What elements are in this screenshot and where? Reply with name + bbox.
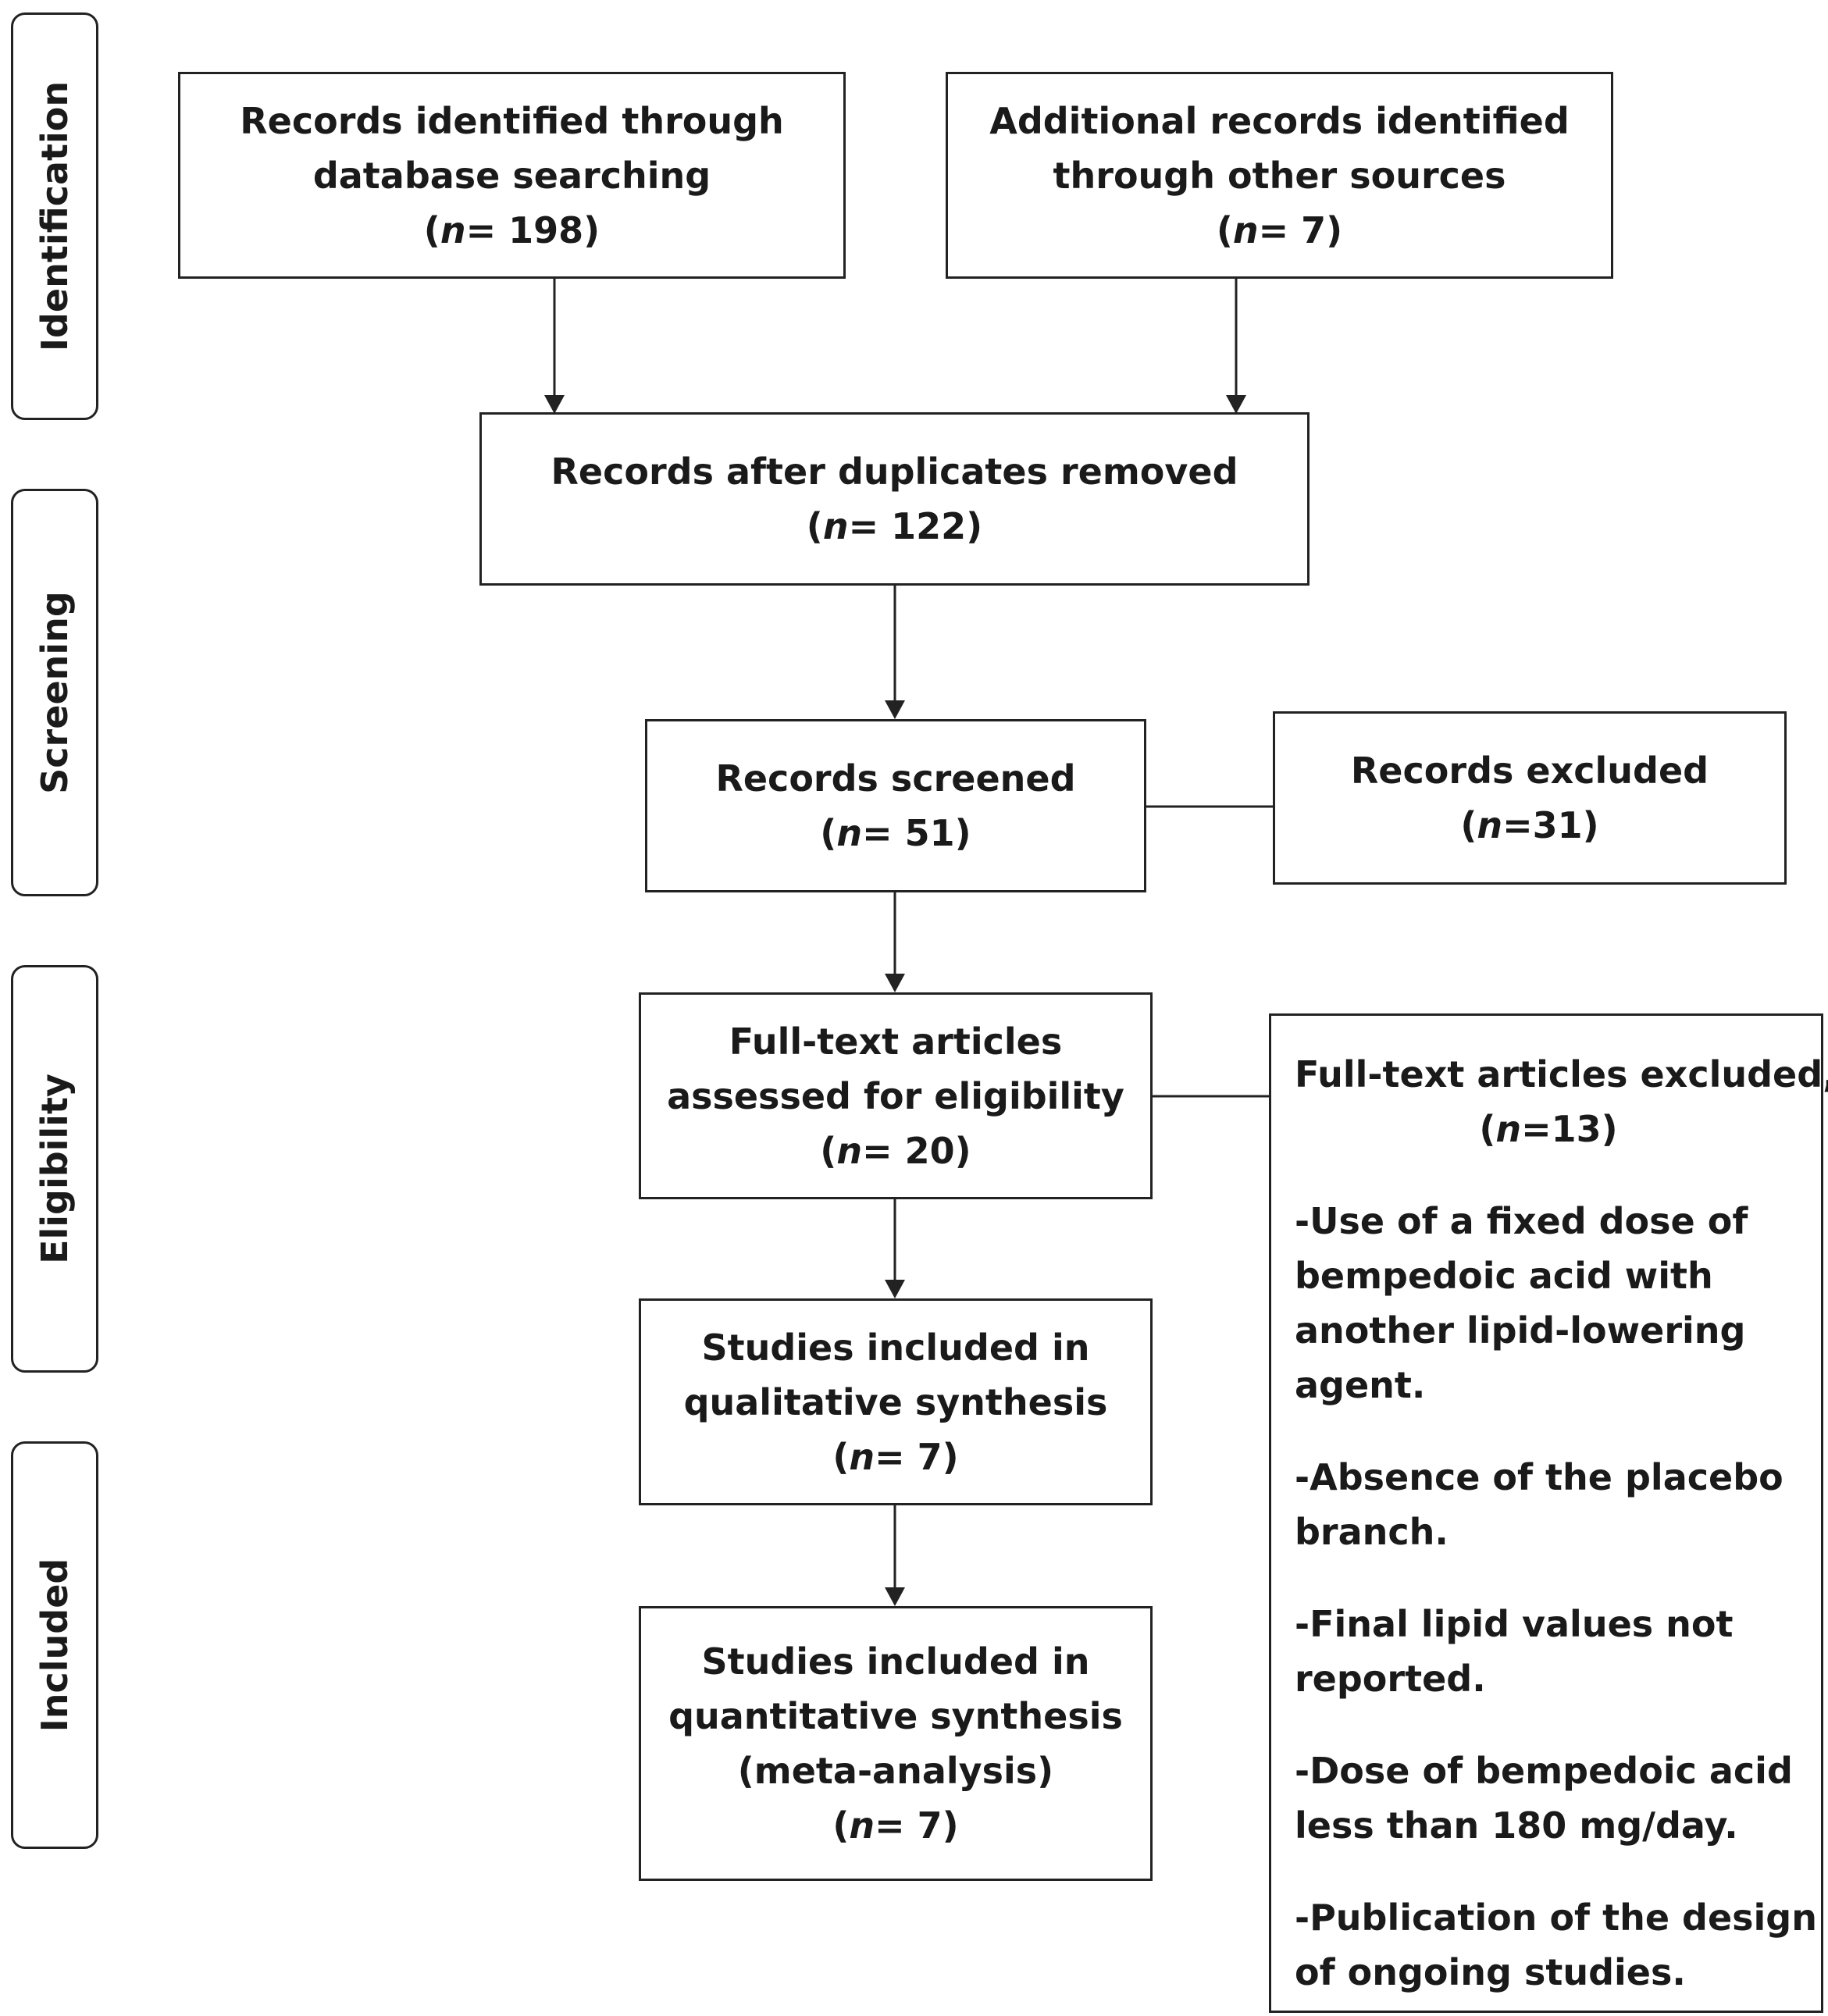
- box-text: assessed for eligibility: [667, 1074, 1124, 1117]
- box-text: (meta-analysis): [737, 1750, 1054, 1792]
- box-count: (n= 7): [832, 1804, 959, 1847]
- box-text: Additional records identified: [989, 99, 1570, 142]
- exclusion-reason: -Use of a fixed dose of bempedoic acid w…: [1295, 1200, 1748, 1406]
- stage-eligibility: Eligibility: [11, 965, 98, 1373]
- stage-included: Included: [11, 1441, 98, 1849]
- box-text: Studies included in: [701, 1326, 1090, 1369]
- box-text: quantitative synthesis: [668, 1695, 1123, 1737]
- box-records-screened: Records screened (n= 51): [645, 719, 1146, 892]
- box-text: through other sources: [1053, 154, 1506, 197]
- box-count: (n= 198): [423, 208, 600, 251]
- box-database-search: Records identified through database sear…: [178, 72, 846, 279]
- box-other-sources: Additional records identified through ot…: [946, 72, 1613, 279]
- box-records-excluded: Records excluded (n=31): [1273, 711, 1787, 885]
- box-text: Records identified through: [240, 99, 784, 142]
- exclusion-reason: -Absence of the placebo branch.: [1295, 1456, 1783, 1553]
- box-text: Studies included in: [701, 1640, 1090, 1683]
- box-text: Full-text articles: [729, 1020, 1063, 1063]
- stage-identification: Identification: [11, 12, 98, 420]
- box-count: (n= 20): [820, 1129, 971, 1172]
- exclusion-reason: -Final lipid values not reported.: [1295, 1603, 1734, 1700]
- exclusion-reason: -Dose of bempedoic acid less than 180 mg…: [1295, 1750, 1793, 1847]
- box-text: database searching: [312, 154, 711, 197]
- excluded-count: (n=13): [1479, 1108, 1618, 1150]
- box-text: Records excluded: [1350, 750, 1709, 792]
- excluded-title: Full-text articles excluded,: [1295, 1053, 1828, 1095]
- box-count: (n= 7): [1216, 208, 1343, 251]
- box-count: (n= 51): [820, 812, 971, 854]
- box-duplicates-removed: Records after duplicates removed (n= 122…: [479, 412, 1310, 586]
- box-text: Records screened: [715, 757, 1076, 800]
- box-count: (n= 7): [832, 1435, 959, 1478]
- box-full-text-excluded: Full-text articles excluded, (n=13) -Use…: [1269, 1013, 1828, 2013]
- box-qualitative-synthesis: Studies included in qualitative synthesi…: [639, 1298, 1153, 1505]
- box-count: (n=31): [1460, 804, 1599, 846]
- box-full-text-assessed: Full-text articles assessed for eligibil…: [639, 992, 1153, 1199]
- stage-screening: Screening: [11, 489, 98, 896]
- box-count: (n= 122): [806, 505, 983, 547]
- box-text: qualitative synthesis: [683, 1380, 1108, 1423]
- box-quantitative-synthesis: Studies included in quantitative synthes…: [639, 1606, 1153, 1881]
- box-text: Records after duplicates removed: [551, 451, 1238, 493]
- exclusion-reason: -Publication of the design of ongoing st…: [1295, 1897, 1817, 1993]
